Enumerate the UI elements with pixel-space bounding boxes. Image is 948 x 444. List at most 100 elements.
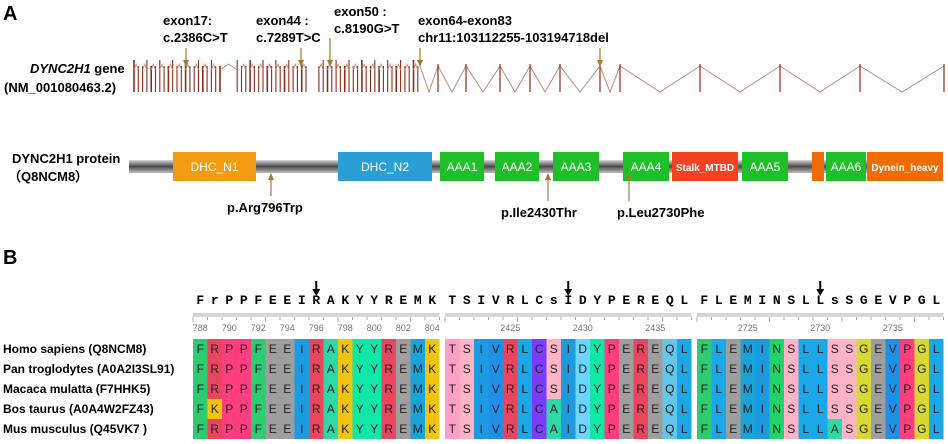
- residue-cell: [842, 379, 857, 399]
- variant-label: c.7289T>C: [256, 30, 321, 45]
- residue-cell: [381, 419, 396, 439]
- intron-connector: [413, 62, 419, 71]
- residue-cell: [677, 339, 692, 359]
- residue-cell: [561, 419, 576, 439]
- residue-cell: [677, 359, 692, 379]
- residue-letter: M: [413, 382, 423, 396]
- intron-connector: [176, 62, 182, 71]
- intron-connector: [133, 62, 139, 71]
- protein-variant-label: p.Arg796Trp: [227, 200, 303, 215]
- residue-letter: Q: [665, 362, 674, 376]
- residue-cell: [827, 399, 842, 419]
- residue-cell: [633, 379, 648, 399]
- residue-letter: Y: [593, 342, 601, 356]
- residue-letter: G: [859, 362, 868, 376]
- residue-cell: [396, 339, 411, 359]
- residue-letter: Y: [370, 422, 378, 436]
- residue-cell: [648, 359, 663, 379]
- residue-letter: Y: [593, 382, 601, 396]
- domain-label: AAA1: [447, 160, 478, 174]
- residue-letter: S: [831, 342, 839, 356]
- residue-letter: I: [761, 342, 764, 356]
- residue-letter: F: [197, 402, 204, 416]
- residue-cell: [677, 379, 692, 399]
- residue-cell: [885, 399, 900, 419]
- residue-letter: E: [269, 382, 277, 396]
- residue-letter: P: [608, 382, 616, 396]
- residue-letter: I: [480, 362, 483, 376]
- residue-letter: P: [903, 382, 911, 396]
- consensus-residue: F: [254, 293, 262, 308]
- residue-cell: [740, 359, 755, 379]
- residue-letter: L: [715, 402, 722, 416]
- residue-cell: [338, 359, 353, 379]
- consensus-residue: M: [414, 293, 422, 308]
- intron-connector: [275, 62, 281, 71]
- domain-dynein_heavy: [867, 152, 943, 181]
- residue-letter: R: [384, 402, 393, 416]
- residue-letter: R: [312, 342, 321, 356]
- intron-connector: [699, 65, 781, 93]
- variant-arrowhead: [298, 60, 304, 67]
- residue-cell: [396, 359, 411, 379]
- intron-connector: [619, 65, 701, 93]
- residue-letter: R: [506, 422, 515, 436]
- position-tick-label: 2725: [738, 323, 758, 333]
- residue-letter: K: [428, 342, 436, 356]
- protein-variant-arrowhead: [626, 173, 632, 180]
- residue-letter: M: [743, 382, 753, 396]
- residue-letter: M: [743, 422, 753, 436]
- residue-letter: S: [787, 402, 795, 416]
- species-labels: Homo sapiens (Q8NCM8) Pan troglodytes (A…: [3, 342, 174, 436]
- residue-cell: [813, 399, 828, 419]
- residue-cell: [798, 339, 813, 359]
- residue-letter: E: [874, 362, 882, 376]
- residue-letter: E: [269, 362, 277, 376]
- intron-connector: [352, 62, 358, 71]
- variant-arrowhead: [183, 60, 189, 67]
- residue-cell: [662, 359, 677, 379]
- residue-letter: Y: [356, 382, 364, 396]
- residue-letter: E: [651, 362, 659, 376]
- residue-cell: [294, 359, 309, 379]
- residue-cell: [871, 419, 886, 439]
- residue-cell: [251, 399, 266, 419]
- residue-cell: [459, 359, 474, 379]
- consensus-residue: T: [448, 293, 456, 308]
- residue-letter: S: [845, 362, 853, 376]
- residue-cell: [885, 379, 900, 399]
- consensus-residue: s: [550, 293, 558, 308]
- residue-cell: [251, 339, 266, 359]
- consensus-residue: R: [312, 293, 320, 308]
- residue-letter: P: [240, 342, 248, 356]
- intron-connector: [404, 62, 410, 71]
- residue-cell: [590, 399, 605, 419]
- domain-segment: [812, 152, 824, 181]
- residue-cell: [813, 359, 828, 379]
- position-tick-label: 790: [222, 323, 237, 333]
- residue-cell: [425, 419, 440, 439]
- consensus-residue: S: [463, 293, 471, 308]
- residue-letter: I: [761, 362, 764, 376]
- residue-cell: [561, 339, 576, 359]
- residue-cell: [711, 379, 726, 399]
- residue-letter: N: [772, 342, 781, 356]
- residue-cell: [294, 339, 309, 359]
- residue-cell: [604, 359, 619, 379]
- residue-cell: [784, 419, 799, 439]
- residue-cell: [546, 359, 561, 379]
- residue-cell: [769, 359, 784, 379]
- residue-letter: E: [269, 402, 277, 416]
- residue-letter: I: [567, 382, 570, 396]
- residue-letter: A: [327, 382, 335, 396]
- residue-cell: [503, 339, 518, 359]
- domain-aaa4: [623, 152, 669, 181]
- residue-letter: G: [917, 422, 926, 436]
- residue-letter: V: [492, 342, 500, 356]
- residue-cell: [546, 379, 561, 399]
- domain-label: DHC_N2: [361, 160, 409, 174]
- residue-cell: [323, 419, 338, 439]
- consensus-residue: K: [428, 293, 436, 308]
- residue-letter: R: [636, 382, 645, 396]
